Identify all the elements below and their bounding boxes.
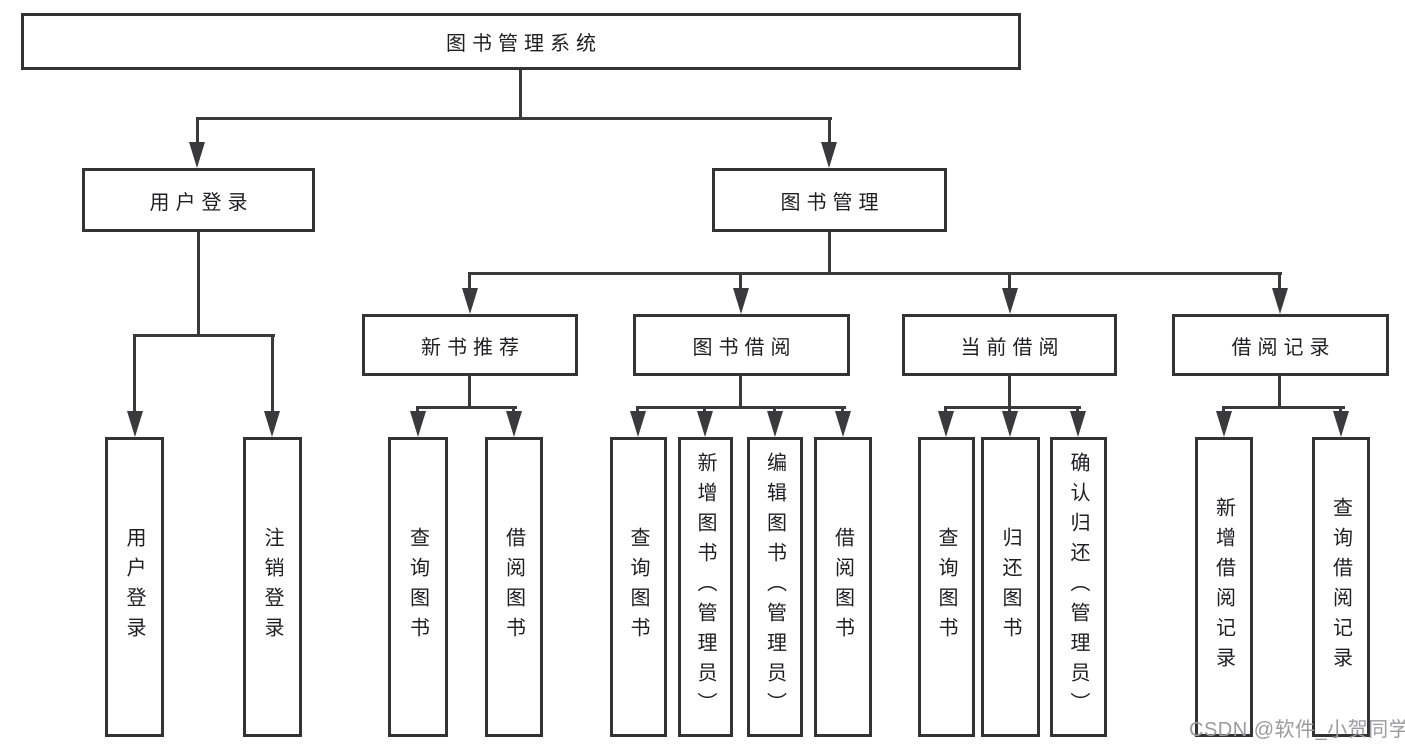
node-label: 归还图书 <box>999 527 1021 647</box>
node-book-management-label: 图书管理 <box>780 191 885 214</box>
connector-line <box>739 375 742 408</box>
connector-line <box>133 334 275 337</box>
connector-line <box>1008 406 1011 415</box>
connector-line <box>944 406 947 415</box>
connector-line <box>739 272 742 293</box>
node-label: 查询借阅记录 <box>1329 497 1352 677</box>
arrow-down-icon <box>410 411 426 437</box>
node-borrowing-records-label: 借阅记录 <box>1231 336 1336 359</box>
connector-line <box>512 406 515 415</box>
node-current-borrowing-label: 当前借阅 <box>960 336 1065 359</box>
node-label: 用户登录 <box>123 527 145 647</box>
arrow-down-icon <box>1272 288 1288 314</box>
connector-line <box>828 117 831 145</box>
connector-line <box>468 375 471 408</box>
node-add-books-admin: 新增图书（管理员） <box>678 437 733 737</box>
connector-line <box>468 272 471 293</box>
node-book-borrowing-label: 图书借阅 <box>692 336 797 359</box>
arrow-down-icon <box>264 411 280 437</box>
connector-line <box>196 117 199 145</box>
node-user-login-leaf: 用户登录 <box>105 437 164 737</box>
connector-line <box>1076 406 1079 415</box>
arrow-down-icon <box>1216 411 1232 437</box>
node-return-books: 归还图书 <box>981 437 1040 737</box>
arrow-down-icon <box>506 411 522 437</box>
arrow-down-icon <box>1333 411 1349 437</box>
node-book-borrowing: 图书借阅 <box>633 314 850 376</box>
connector-line <box>944 406 1081 409</box>
arrow-down-icon <box>821 142 837 168</box>
node-label: 编辑图书（管理员） <box>763 452 786 722</box>
arrow-down-icon <box>127 411 143 437</box>
connector-line <box>1008 375 1011 408</box>
connector-line <box>197 232 200 336</box>
arrow-down-icon <box>767 411 783 437</box>
node-root: 图书管理系统 <box>21 13 1021 70</box>
node-user-login-label: 用户登录 <box>149 191 254 214</box>
arrow-down-icon <box>462 288 478 314</box>
arrow-down-icon <box>1002 288 1018 314</box>
node-query-borrow-record: 查询借阅记录 <box>1312 437 1370 737</box>
connector-line <box>1339 406 1342 415</box>
arrow-down-icon <box>630 411 646 437</box>
node-label: 确认归还（管理员） <box>1067 452 1089 722</box>
node-label: 借阅图书 <box>831 527 854 647</box>
node-root-label: 图书管理系统 <box>446 33 602 55</box>
arrow-down-icon <box>733 288 749 314</box>
connector-line <box>1008 272 1011 293</box>
node-book-management: 图书管理 <box>712 168 947 232</box>
watermark: CSDN @软件_小贺同学 <box>1189 719 1405 741</box>
node-current-borrowing: 当前借阅 <box>902 314 1117 376</box>
node-label: 借阅图书 <box>502 527 525 647</box>
arrow-down-icon <box>938 411 954 437</box>
node-label: 查询图书 <box>406 527 429 647</box>
node-add-borrow-record: 新增借阅记录 <box>1195 437 1253 737</box>
connector-line <box>1222 406 1225 415</box>
connector-line <box>468 272 1282 275</box>
node-user-login: 用户登录 <box>82 168 315 232</box>
node-borrow-books-2: 借阅图书 <box>814 437 872 737</box>
arrow-down-icon <box>1002 411 1018 437</box>
node-edit-books-admin: 编辑图书（管理员） <box>747 437 803 737</box>
arrow-down-icon <box>189 142 205 168</box>
node-query-books-1: 查询图书 <box>388 437 448 737</box>
node-query-books-3: 查询图书 <box>918 437 975 737</box>
node-borrow-books-1: 借阅图书 <box>485 437 543 737</box>
connector-line <box>271 334 274 416</box>
arrow-down-icon <box>835 411 851 437</box>
node-confirm-return-admin: 确认归还（管理员） <box>1050 437 1107 737</box>
node-new-book-recommend: 新书推荐 <box>362 314 578 376</box>
node-label: 查询图书 <box>935 527 957 647</box>
connector-line <box>133 334 136 416</box>
connector-line <box>1222 406 1345 409</box>
node-label: 新增图书（管理员） <box>694 452 716 722</box>
connector-line <box>828 232 831 274</box>
connector-line <box>196 117 832 120</box>
node-new-book-recommend-label: 新书推荐 <box>421 336 525 359</box>
node-borrowing-records: 借阅记录 <box>1172 314 1389 376</box>
connector-line <box>703 406 706 415</box>
connector-line <box>1278 272 1281 293</box>
connector-line <box>636 406 846 409</box>
connector-line <box>416 406 419 415</box>
connector-line <box>519 70 522 118</box>
connector-line <box>773 406 776 415</box>
connector-line <box>636 406 639 415</box>
node-logout: 注销登录 <box>243 437 302 737</box>
connector-line <box>841 406 844 415</box>
node-query-books-2: 查询图书 <box>610 437 667 737</box>
arrow-down-icon <box>697 411 713 437</box>
arrow-down-icon <box>1070 411 1086 437</box>
node-label: 查询图书 <box>627 527 649 647</box>
connector-line <box>416 406 517 409</box>
node-label: 新增借阅记录 <box>1212 497 1235 677</box>
connector-line <box>1278 375 1281 408</box>
node-label: 注销登录 <box>261 527 283 647</box>
